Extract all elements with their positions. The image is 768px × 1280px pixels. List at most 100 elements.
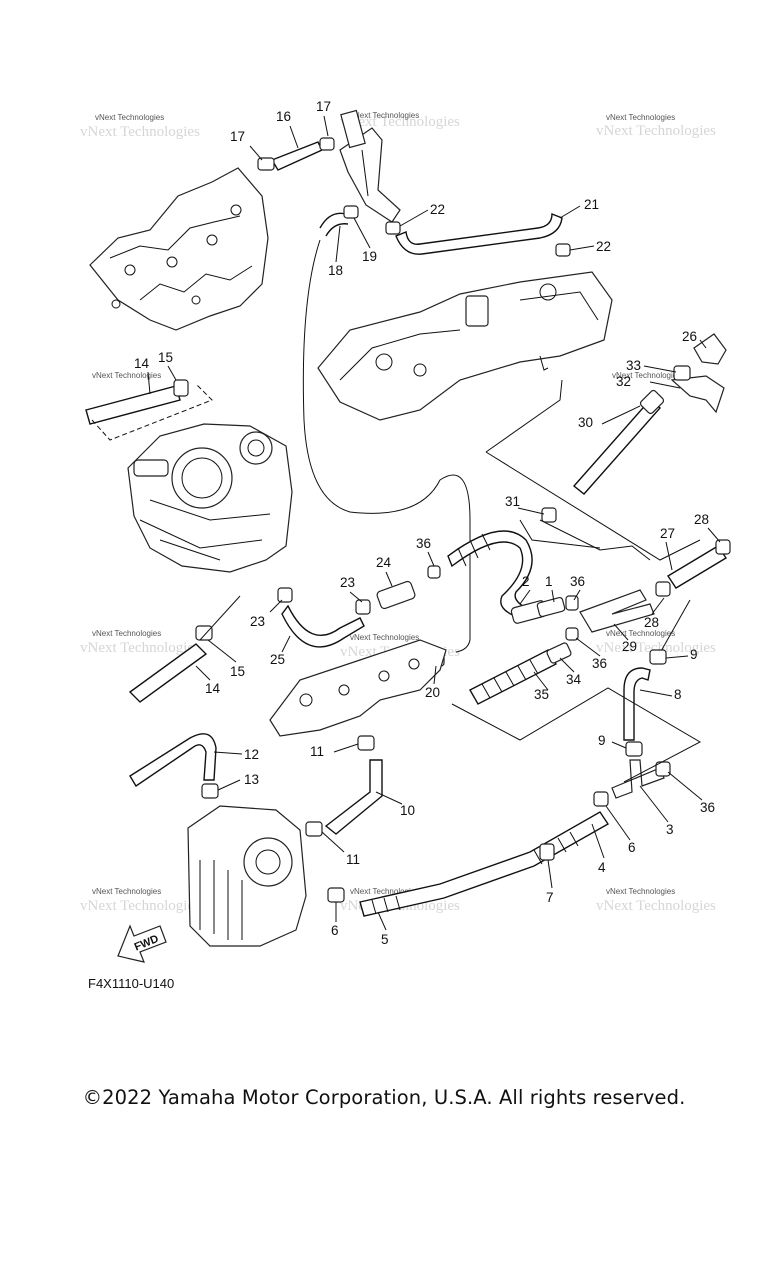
watermark: vNext Technologies — [350, 633, 419, 642]
watermark-shadow: vNext Technologies — [596, 640, 716, 656]
clamp-23-left — [277, 587, 293, 603]
callout-22-right: 22 — [596, 239, 611, 254]
watermark-shadow: vNext Technologies — [80, 124, 200, 140]
clamp-19 — [343, 205, 359, 219]
callout-23-right: 23 — [340, 575, 355, 590]
watermark: vNext Technologies — [606, 113, 675, 122]
callout-6-right: 6 — [628, 840, 636, 855]
clamp-28-a — [715, 539, 731, 555]
callout-4: 4 — [598, 860, 606, 875]
clamp-9-bottom — [625, 741, 643, 757]
callout-19: 19 — [362, 249, 377, 264]
callout-17-right: 17 — [316, 99, 331, 114]
fitting-1 — [536, 596, 566, 618]
callout-28-bottom: 28 — [644, 615, 659, 630]
callout-15-bottom: 15 — [230, 664, 245, 679]
callout-31: 31 — [505, 494, 520, 509]
clamp-22-right — [555, 243, 571, 257]
valve-26 — [693, 333, 727, 365]
clamp-17-right — [319, 137, 335, 151]
watermark: vNext Technologies — [92, 629, 161, 638]
callout-25: 25 — [270, 652, 285, 667]
callout-17-left: 17 — [230, 129, 245, 144]
watermark-shadow: vNext Technologies — [340, 114, 460, 130]
clamp-6-right — [593, 791, 609, 807]
clamp-15-top — [173, 379, 189, 397]
copyright-notice: ©2022 Yamaha Motor Corporation, U.S.A. A… — [82, 1086, 686, 1109]
engine-block — [127, 423, 293, 573]
hose-14-bottom — [128, 643, 208, 703]
clamp-36-a — [427, 565, 441, 579]
callout-24: 24 — [376, 555, 392, 570]
fwd-arrow-icon: FWD — [117, 924, 167, 963]
callout-13: 13 — [244, 772, 259, 787]
callout-20: 20 — [425, 685, 440, 700]
parts-diagram: vNext Technologies vNext Technologies vN… — [80, 99, 731, 991]
callout-6-left: 6 — [331, 923, 339, 938]
clamp-15-bottom — [195, 625, 213, 641]
watermark: vNext Technologies — [92, 887, 161, 896]
callout-26: 26 — [682, 329, 697, 344]
watermarks: vNext Technologies vNext Technologies vN… — [80, 111, 716, 914]
callout-7: 7 — [546, 890, 554, 905]
fitting-29 — [579, 589, 655, 633]
callout-11-top: 11 — [310, 744, 324, 759]
callout-34: 34 — [566, 672, 582, 687]
callout-36-b: 36 — [570, 574, 585, 589]
callout-9-bottom: 9 — [598, 733, 606, 748]
callouts: 1 2 3 4 5 6 6 7 8 9 9 10 11 11 12 13 14 … — [134, 99, 715, 947]
clamp-33 — [673, 365, 691, 381]
clamp-6-left — [327, 887, 345, 903]
callout-14-bottom: 14 — [205, 681, 221, 696]
watermark: vNext Technologies — [606, 887, 675, 896]
watermark-shadow: vNext Technologies — [596, 123, 716, 139]
hose-8 — [623, 667, 651, 741]
watermark: vNext Technologies — [95, 113, 164, 122]
callout-12: 12 — [244, 747, 259, 762]
callout-1: 1 — [545, 574, 553, 589]
callout-5: 5 — [381, 932, 389, 947]
hose-25 — [281, 604, 365, 648]
clamp-36-c — [565, 627, 579, 641]
hose-14-top — [85, 385, 181, 425]
watermark: vNext Technologies — [350, 111, 419, 120]
clamp-23-right — [355, 599, 371, 615]
water-lock — [269, 639, 447, 737]
watermark: vNext Technologies — [92, 371, 161, 380]
diagram-code: F4X1110-U140 — [88, 976, 174, 991]
exhaust-pipe — [317, 271, 613, 421]
callout-33: 33 — [626, 358, 641, 373]
clamp-28-b — [655, 581, 671, 597]
watermark-shadow: vNext Technologies — [80, 640, 200, 656]
callout-28-top: 28 — [694, 512, 709, 527]
callout-22-left: 22 — [430, 202, 445, 217]
bracket-32 — [670, 375, 725, 414]
hose-21 — [395, 212, 563, 255]
pump-housing — [187, 805, 307, 947]
callout-16: 16 — [276, 109, 291, 124]
clamp-9-top — [649, 649, 667, 665]
callout-14-top: 14 — [134, 356, 150, 371]
pipe-30 — [572, 399, 662, 495]
callout-36-d: 36 — [700, 800, 715, 815]
fitting-34 — [546, 642, 572, 664]
fitting-30-top — [639, 389, 665, 415]
callout-11-bottom: 11 — [346, 852, 360, 867]
callout-10: 10 — [400, 803, 415, 818]
callout-2: 2 — [522, 574, 530, 589]
clamp-22-left — [385, 221, 401, 235]
callout-30: 30 — [578, 415, 593, 430]
callout-32: 32 — [616, 374, 631, 389]
callout-29: 29 — [622, 639, 637, 654]
callout-23-left: 23 — [250, 614, 265, 629]
clamp-11-bottom — [305, 821, 323, 837]
callout-8: 8 — [674, 687, 682, 702]
fitting-24 — [376, 580, 416, 610]
hose-18 — [319, 212, 347, 229]
leader-lines — [147, 115, 721, 931]
callout-36-c: 36 — [592, 656, 607, 671]
watermark: vNext Technologies — [350, 887, 419, 896]
callout-21: 21 — [584, 197, 599, 212]
clamp-17-left — [257, 157, 275, 171]
breather-assy — [339, 109, 401, 223]
